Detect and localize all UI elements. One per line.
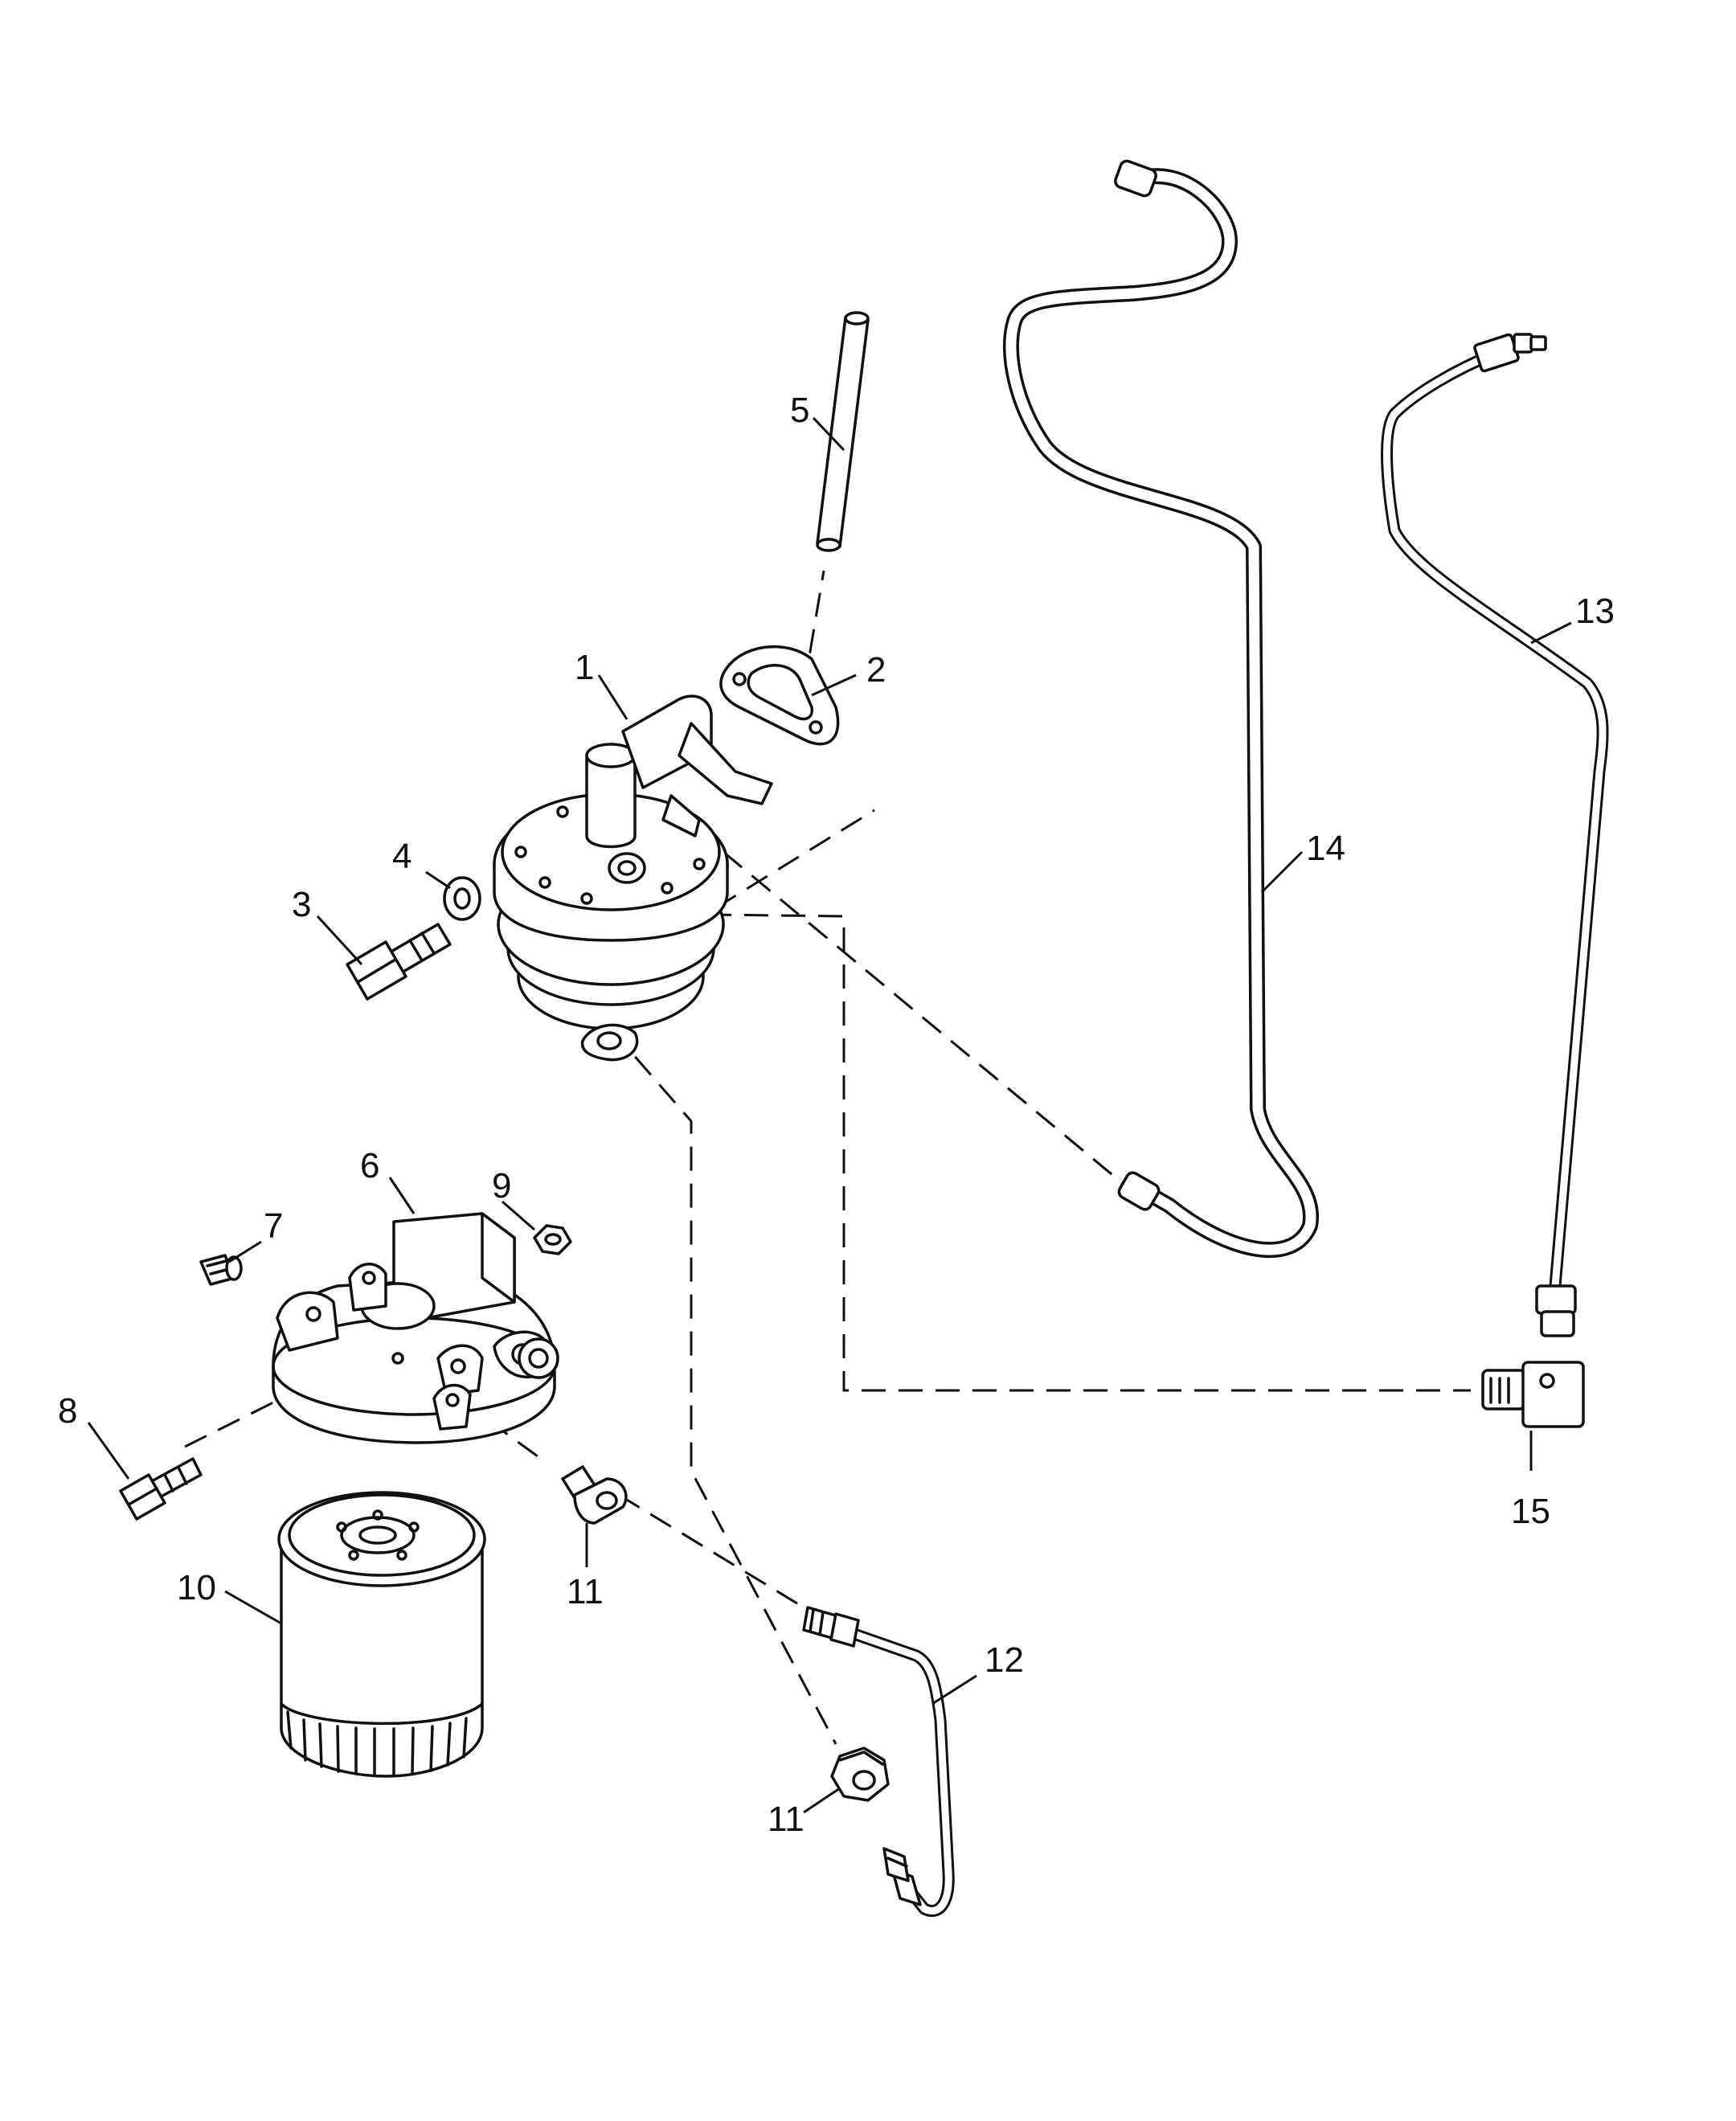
callout-7: 7 <box>264 1206 283 1246</box>
callout-9: 9 <box>492 1166 511 1206</box>
screw-7 <box>199 1254 243 1286</box>
fuel-line-12 <box>802 1606 955 1917</box>
callout-8: 8 <box>58 1391 77 1431</box>
callout-13: 13 <box>1575 592 1615 631</box>
callout-11-upper: 11 <box>567 1572 604 1611</box>
filter-canister-10 <box>277 1491 486 1778</box>
washer-4 <box>443 876 481 921</box>
callout-numbers: 1 2 3 4 5 6 7 8 9 10 11 11 12 13 14 15 <box>58 391 1615 1839</box>
filter-head-6 <box>272 1212 559 1444</box>
callout-12: 12 <box>985 1640 1024 1680</box>
fitting-15 <box>1481 1361 1585 1428</box>
callout-2: 2 <box>866 650 886 690</box>
callout-leaders <box>87 416 1572 1814</box>
fuel-line-14 <box>1002 159 1320 1258</box>
callout-10: 10 <box>177 1568 216 1607</box>
callout-6: 6 <box>360 1146 379 1185</box>
fuel-pump-1 <box>493 694 773 1062</box>
callout-4: 4 <box>392 837 411 876</box>
callout-1: 1 <box>575 648 594 687</box>
bolt-3 <box>346 923 452 1001</box>
callout-11-lower: 11 <box>768 1800 805 1839</box>
callout-3: 3 <box>292 885 311 924</box>
nut-11-lower <box>830 1746 890 1802</box>
callout-14: 14 <box>1306 829 1345 868</box>
nut-9 <box>533 1224 572 1255</box>
callout-5: 5 <box>790 391 809 430</box>
callout-15: 15 <box>1511 1492 1550 1531</box>
tube-5 <box>816 311 870 552</box>
gasket-2 <box>719 645 840 746</box>
bolt-8 <box>119 1457 203 1521</box>
fuel-line-13 <box>1381 333 1609 1337</box>
fitting-11-upper <box>561 1465 628 1525</box>
